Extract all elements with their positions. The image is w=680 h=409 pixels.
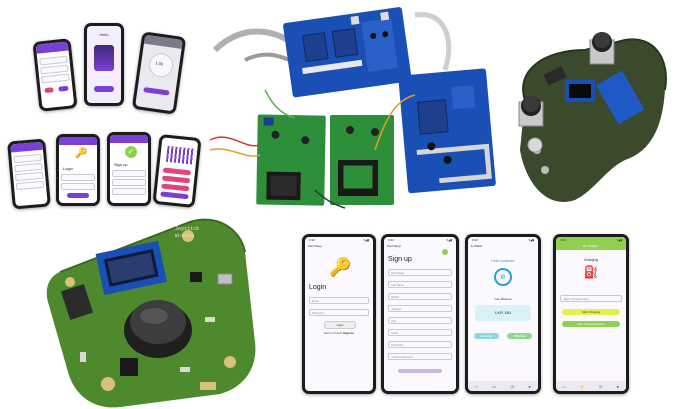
wallet-greeting: Hello customer bbox=[491, 259, 515, 263]
nav-history-icon[interactable]: ◷ bbox=[598, 383, 603, 389]
key-icon: 🔑 bbox=[329, 257, 352, 277]
recharge-button[interactable]: Recharge bbox=[473, 333, 499, 339]
register-link[interactable]: Register bbox=[342, 331, 355, 335]
login-button[interactable]: Login bbox=[324, 321, 356, 329]
small-signup-title: Sign up bbox=[114, 162, 128, 167]
mcu-board bbox=[596, 70, 645, 125]
nav-profile-icon[interactable]: ● bbox=[528, 383, 531, 389]
start-charging-button[interactable]: Start Charging bbox=[561, 309, 621, 315]
phone-form-screen bbox=[32, 38, 78, 112]
signup-title: Sign up bbox=[388, 256, 412, 263]
check-icon: ✓ bbox=[125, 146, 137, 158]
first-name-field[interactable]: First Name bbox=[388, 269, 452, 276]
charger-header: EV Charger bbox=[556, 244, 626, 250]
blue-relay-board-right bbox=[398, 68, 496, 194]
password-field[interactable]: Password bbox=[388, 341, 452, 348]
balance-label: Your Balance bbox=[494, 297, 512, 301]
joystick-knob-1 bbox=[589, 32, 615, 65]
nav-home-icon[interactable]: ⌂ bbox=[475, 383, 478, 389]
joystick-pcb-title: Joystick bbox=[175, 226, 199, 232]
blue-relay-board-top bbox=[283, 7, 412, 98]
nav-wallet-icon[interactable]: ▭ bbox=[492, 383, 496, 389]
register-prompt: New to Cloud? bbox=[323, 331, 343, 335]
checkout-card-select[interactable]: Select Checkout Card bbox=[560, 295, 622, 302]
joystick-knob bbox=[124, 300, 192, 358]
joystick-pcb: Joystick Wireless bbox=[46, 218, 256, 408]
phone-list-screen bbox=[7, 138, 51, 210]
charging-title: Charging bbox=[583, 258, 599, 262]
phone-signup-small: ✓ Sign up bbox=[107, 132, 151, 206]
key-icon: 🔑 bbox=[75, 148, 88, 159]
phone-wallet: 9:30▾◢▮ E-Wallet Hello customer e Your B… bbox=[465, 234, 541, 394]
email-input[interactable]: Email bbox=[309, 297, 369, 304]
small-login-title: Login bbox=[63, 166, 73, 171]
phone-clock-screen: 1:00 bbox=[131, 31, 187, 115]
bottom-nav[interactable]: ⌂ ▭ ◷ ● bbox=[468, 381, 538, 391]
gamepad-pcb bbox=[518, 32, 667, 202]
oled-screen bbox=[95, 240, 167, 296]
confirm-password-field[interactable]: Confirm Password bbox=[388, 353, 452, 360]
joystick-pcb-sub: Wireless bbox=[175, 233, 195, 238]
nav-profile-icon[interactable]: ● bbox=[616, 383, 619, 389]
mobile-app-mockups-top: Hello 1:00 🔑 Login bbox=[0, 0, 205, 210]
ev-charger-icon: ⛽ bbox=[583, 265, 599, 279]
phone-signup: 9:30▾◢▮ ParChargr Sign up First Name Las… bbox=[381, 234, 459, 394]
rf-module bbox=[60, 284, 94, 320]
mobile-field[interactable]: Mobile bbox=[388, 293, 452, 300]
usb-connector bbox=[217, 273, 233, 285]
green-board-right bbox=[330, 115, 394, 205]
phone-hello-screen: Hello bbox=[84, 23, 124, 106]
waveform-icon bbox=[165, 145, 196, 165]
balance-card: LKR 150 bbox=[475, 305, 531, 321]
relay-board-assembly bbox=[209, 7, 496, 209]
mcu-chip bbox=[120, 358, 138, 376]
signup-app-name: ParChargr bbox=[387, 244, 401, 248]
login-title: Login bbox=[309, 284, 327, 291]
ev-logo-icon: e bbox=[494, 268, 512, 286]
nav-home-icon[interactable]: ⌂ bbox=[563, 383, 566, 389]
app-name: ParChargr bbox=[308, 244, 322, 248]
clock-value: 1:00 bbox=[155, 60, 164, 67]
nav-history-icon[interactable]: ◷ bbox=[510, 383, 514, 389]
password-input[interactable]: Password bbox=[309, 309, 369, 316]
nav-charger-icon[interactable]: ⚡ bbox=[579, 383, 585, 389]
check-circle-icon bbox=[442, 249, 448, 255]
withdraw-button[interactable]: Withdraw bbox=[507, 333, 533, 339]
green-board-esp32 bbox=[256, 114, 326, 206]
wallet-header: E-Wallet bbox=[471, 244, 483, 248]
phone-audio-screen bbox=[152, 133, 202, 209]
charger-bottom-nav[interactable]: ⌂ ⚡ ◷ ● bbox=[556, 381, 626, 391]
email-field[interactable]: Email bbox=[388, 329, 452, 336]
last-name-field[interactable]: Last Name bbox=[388, 281, 452, 288]
phone-login-small: 🔑 Login bbox=[56, 134, 100, 206]
splash-title: Hello bbox=[99, 32, 109, 37]
phone-login: 9:30▾◢▮ ParChargr 🔑 Login Email Password… bbox=[302, 234, 376, 394]
view-history-button[interactable]: View Charging History bbox=[561, 321, 621, 327]
joystick-knob-2 bbox=[518, 96, 544, 127]
phone-charging: 9:30▾◢▮ EV Charger Charging ⛽ Select Che… bbox=[553, 234, 629, 394]
wireless-module bbox=[543, 66, 567, 86]
city-field[interactable]: City bbox=[388, 317, 452, 324]
address-field[interactable]: Address bbox=[388, 305, 452, 312]
